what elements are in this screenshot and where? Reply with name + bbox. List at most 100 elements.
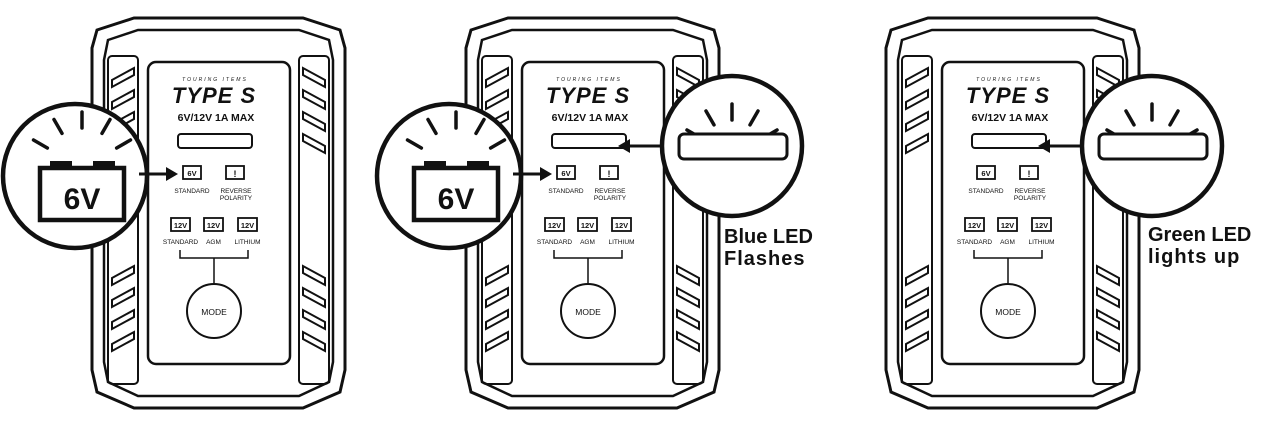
six-volt-label: 6V xyxy=(561,169,570,178)
right-grip-stripe xyxy=(676,286,700,309)
twelve-volt-label: 12V xyxy=(207,221,220,230)
twelve-volt-label: 12V xyxy=(174,221,187,230)
left-grip-stripe xyxy=(111,264,135,287)
six-volt-indicator xyxy=(976,165,996,180)
six-volt-indicator xyxy=(182,165,202,180)
glow-ray xyxy=(1124,109,1136,127)
left-grip-stripe xyxy=(111,308,135,331)
left-grip-stripe xyxy=(905,110,929,133)
led-window-enlarged xyxy=(1097,132,1209,161)
right-grip-stripe xyxy=(1096,264,1120,287)
twelve-volt-label: 12V xyxy=(548,221,561,230)
twelve-volt-label: 12V xyxy=(1035,221,1048,230)
mode-button-label: MODE xyxy=(201,307,227,317)
mode-button xyxy=(186,283,242,339)
mode-type-label: STANDARD xyxy=(957,239,993,246)
reverse-polarity-indicator xyxy=(1019,165,1039,180)
mode-button-label: MODE xyxy=(995,307,1021,317)
six-volt-label: 6V xyxy=(187,169,196,178)
mode-type-label: LITHIUM xyxy=(235,239,261,246)
right-grip-stripe xyxy=(302,88,326,111)
left-grip-stripe xyxy=(905,264,929,287)
spark-ray xyxy=(474,117,486,136)
twelve-volt-indicator xyxy=(997,217,1018,232)
left-grip-stripe xyxy=(485,88,509,111)
glow-ray xyxy=(748,109,760,127)
twelve-volt-indicator xyxy=(611,217,632,232)
caption-panel-2: Blue LED Flashes xyxy=(724,226,813,270)
spark-ray xyxy=(52,117,64,136)
battery-icon xyxy=(37,165,127,223)
battery-terminal xyxy=(424,161,446,169)
twelve-volt-indicator xyxy=(237,217,258,232)
battery-arrow-head xyxy=(540,167,552,181)
twelve-volt-label: 12V xyxy=(968,221,981,230)
right-grip-stripe xyxy=(1096,286,1120,309)
right-grip-stripe xyxy=(302,286,326,309)
caption-line-1: Blue LED xyxy=(724,226,813,248)
right-grip-stripe xyxy=(302,110,326,133)
mode-type-label: AGM xyxy=(206,239,221,246)
caption-line-1: Green LED xyxy=(1148,224,1252,246)
led-window-enlarged xyxy=(677,132,789,161)
rating-label: 6V/12V 1A MAX xyxy=(552,112,629,124)
brand-logo: TYPE S xyxy=(172,83,256,108)
right-grip-stripe xyxy=(302,132,326,155)
battery-icon xyxy=(411,165,501,223)
left-grip-stripe xyxy=(111,286,135,309)
polarity-label: POLARITY xyxy=(220,195,253,202)
reverse-label: REVERSE xyxy=(594,188,626,195)
spark-ray xyxy=(426,117,438,136)
right-grip-channel xyxy=(672,55,704,385)
reverse-label: REVERSE xyxy=(220,188,252,195)
left-grip-stripe xyxy=(905,308,929,331)
right-grip-stripe xyxy=(676,264,700,287)
glow-ray xyxy=(1168,109,1180,127)
rating-label: 6V/12V 1A MAX xyxy=(972,112,1049,124)
left-grip-stripe xyxy=(485,308,509,331)
caption-line-2: Flashes xyxy=(724,248,806,270)
right-grip-stripe xyxy=(1096,330,1120,353)
warning-icon: ! xyxy=(1028,169,1031,179)
battery-voltage-label: 6V xyxy=(64,183,101,216)
twelve-volt-label: 12V xyxy=(1001,221,1014,230)
spark-ray xyxy=(100,117,112,136)
spark-ray xyxy=(114,138,133,150)
polarity-label: POLARITY xyxy=(1014,195,1047,202)
standard-label: STANDARD xyxy=(548,188,584,195)
twelve-volt-indicator xyxy=(577,217,598,232)
right-grip-stripe xyxy=(1096,308,1120,331)
left-grip-stripe xyxy=(905,286,929,309)
standard-label: STANDARD xyxy=(968,188,1004,195)
left-grip-stripe xyxy=(905,66,929,89)
left-grip-stripe xyxy=(111,66,135,89)
battery-arrow-head xyxy=(166,167,178,181)
left-grip-stripe xyxy=(905,88,929,111)
caption-panel-3: Green LED lights up xyxy=(1148,224,1251,268)
mode-type-label: AGM xyxy=(1000,239,1015,246)
right-grip-stripe xyxy=(302,330,326,353)
six-volt-indicator xyxy=(556,165,576,180)
brand-tagline: TOURING ITEMS xyxy=(976,77,1042,83)
twelve-volt-label: 12V xyxy=(241,221,254,230)
reverse-polarity-indicator xyxy=(599,165,619,180)
brand-tagline: TOURING ITEMS xyxy=(556,77,622,83)
reverse-label: REVERSE xyxy=(1014,188,1046,195)
right-grip-channel xyxy=(1092,55,1124,385)
right-grip-stripe xyxy=(676,308,700,331)
right-grip-stripe xyxy=(302,264,326,287)
twelve-volt-indicator xyxy=(964,217,985,232)
standard-label: STANDARD xyxy=(174,188,210,195)
battery-voltage-label: 6V xyxy=(438,183,475,216)
led-arrow-head xyxy=(618,139,630,153)
mode-button-label: MODE xyxy=(575,307,601,317)
mode-type-label: AGM xyxy=(580,239,595,246)
spark-ray xyxy=(405,138,424,150)
battery-terminal xyxy=(93,161,115,169)
caption-line-2: lights up xyxy=(1148,246,1241,268)
brand-logo: TYPE S xyxy=(966,83,1050,108)
mode-button xyxy=(560,283,616,339)
